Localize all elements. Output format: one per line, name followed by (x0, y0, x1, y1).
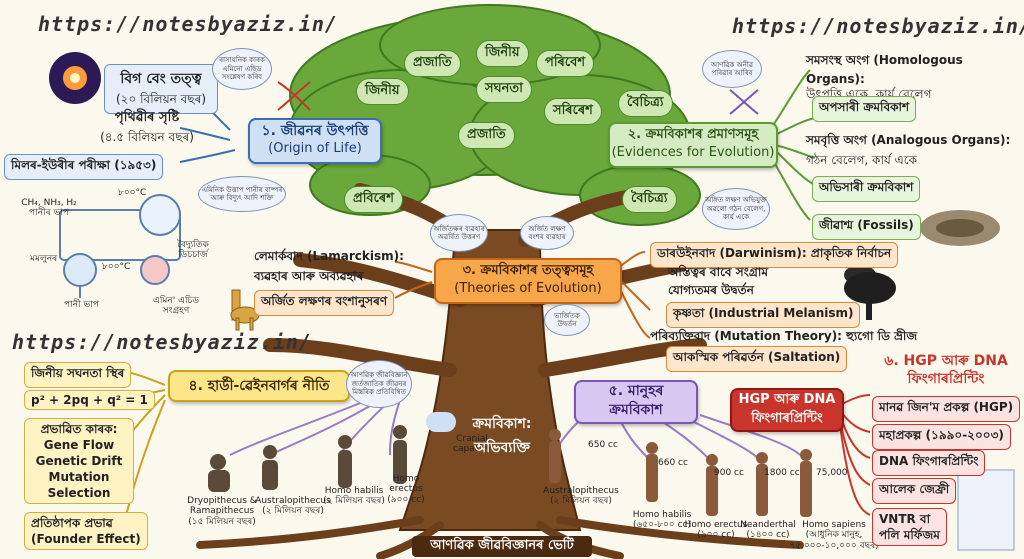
trunk-label: ক্ৰমবিকাশ: অভিব্যক্তি (472, 416, 532, 456)
watermark-mid-left: https://notesbyaziz.in/ (12, 330, 312, 354)
leaf-label: প্ৰবিৰেশ (344, 186, 403, 213)
evidence-box: ২. ক্ৰমবিকাশৰ প্ৰমাণসমূহ (Evidences for … (608, 122, 778, 168)
human-cc-label: 650 cc (588, 440, 618, 450)
saltation-item: আকস্মিক পৰিৱৰ্তন (Saltation) (666, 346, 848, 372)
leaf-label: জিনীয় (476, 40, 529, 67)
human-evolution-box: ৫. মানুহৰ ক্ৰমবিকাশ (574, 380, 698, 424)
dna-fingerprint-icon (957, 469, 1015, 551)
theories-box: ৩. ক্ৰমবিকাশৰ তত্ত্বসমূহ (Theories of Ev… (434, 258, 622, 304)
origin-title: ১. জীৱনৰ উৎপত্তি (261, 123, 369, 139)
dna-icon-2 (729, 89, 759, 115)
founder-effect: প্ৰতিষ্ঠাপক প্ৰভাৱ (Founder Effect) (24, 512, 148, 550)
origin-bubble-top: ৰাসায়নিক কাৰক এমিনো এছিড সংশ্লেষণ কৰিব (212, 48, 272, 90)
root-label: আণৱিক জীৱবিজ্ঞানৰ ভেটি (412, 536, 592, 557)
convergent-item: অভিসাৰী ক্ৰমবিকাশ (812, 176, 921, 202)
apparatus-condenser: মমলুনৰ (30, 254, 58, 264)
human-cc-label: 660 cc (658, 458, 688, 468)
hw-factors: প্ৰভাৱিত কাৰক: Gene Flow Genetic Drift M… (24, 418, 134, 504)
evidence-title: ২. ক্ৰমবিকাশৰ প্ৰমাণসমূহ (627, 127, 759, 142)
dna-icon (277, 81, 311, 111)
human-cc-label: 1800 cc (764, 468, 800, 478)
human-cc-label: 75,000 (816, 468, 848, 478)
apparatus-electric: বৈদ্যুতিক ডিচচাৰ্জ (177, 240, 209, 261)
leaf-label: সঘনতা (476, 76, 532, 103)
hgp-item: মানৱ জিন'ম প্ৰকল্প (HGP) (872, 396, 1021, 422)
apparatus-amino: এমিন' এচিড সংগ্ৰহণ (152, 296, 200, 317)
cranial-label: Cranial capacity (453, 434, 491, 455)
origin-bubble-mid: এমিনিক উত্তাপ পানীৰ বাষ্পৰ আৰু বিদ্যুৎ আ… (198, 176, 286, 212)
watermark-top-left: https://notesbyaziz.in/ (38, 12, 338, 36)
leaf-label: প্ৰজাতি (458, 122, 515, 149)
fossils-item: জীৱাশ্ম (Fossils) (812, 214, 921, 240)
divergent-item: অপসাৰী ক্ৰমবিকাশ (812, 96, 917, 122)
origin-of-life-box: ১. জীৱনৰ উৎপত্তি (Origin of Life) (248, 118, 382, 164)
hardy-bubble: আণৱিক জীৱবিজ্ঞান জৰ্তজাতিক জীৱনৰ মিস্তৰি… (346, 360, 412, 408)
skull-icon (426, 412, 456, 432)
human-stage-label: Homo sapiens (আধুনিক মানুহ, ৭৫,০০০-১০,০০… (789, 520, 879, 551)
hgp-box: HGP আৰু DNA ফিংগাৰপ্ৰিন্টিং (730, 388, 844, 432)
survival-item: যোগ্যতমৰ উদ্বৰ্তন (668, 283, 754, 297)
melanism-item: কৃষ্ণতা (Industrial Melanism) (666, 302, 861, 328)
human-stage-label: Homo erectus (৯০০ cc) (684, 520, 748, 541)
melanism-tree-icon (844, 272, 896, 320)
evidence-subtitle: (Evidences for Evolution) (611, 145, 775, 160)
human-cc-label: 900 cc (714, 468, 744, 478)
earth-formation-item: পৃথিৱীৰ সৃষ্টি (৪.৫ বিলিয়ন বছৰ) (100, 110, 194, 144)
ape-label: Homo habilis (২ মিলিয়ন বছৰ) (323, 486, 385, 507)
theories-bubble-left: অৰ্জিতক্ষৰ ব্যৱহাৰ অৱৰ্বিত উত্তৰণ (430, 214, 488, 252)
ape-label: Dryopithecus & Ramapithecus (১৫ মিলিয়ন … (187, 496, 257, 527)
theories-bubble-center: ভাৰ্জিতক উদ্বৰ্তন (544, 304, 590, 336)
hgp-title: ৬. HGP আৰু DNA ফিংগাৰপ্ৰিন্টিং (884, 353, 1008, 387)
human-stage-label: Homo habilis (৬৫০-৮০০ cc) (632, 510, 692, 531)
apparatus-water: পানী ভাপ (64, 300, 99, 310)
human-figures (549, 429, 812, 517)
leaf-label: জিনীয় (356, 78, 409, 105)
theories-subtitle: (Theories of Evolution) (454, 281, 602, 296)
apparatus-temp1: ৮০০°C (118, 188, 147, 198)
theories-title: ৩. ক্ৰমবিকাশৰ তত্ত্বসমূহ (462, 263, 594, 278)
leaf-label: প্ৰজাতি (404, 50, 461, 77)
hw-item-equation: p² + 2pq + q² = 1 (24, 390, 155, 410)
watermark-top-right: https://notesbyaziz.in/ (732, 14, 1024, 38)
ape-label: Homo erectus (৯০০ cc) (387, 474, 425, 505)
hardy-weinberg-box: ৪. হাৰ্ডী-ৱেইনবাৰ্গৰ নীতি (168, 370, 350, 402)
big-bang-icon (49, 52, 101, 104)
hgp-item-vntr: VNTR বা পলি মৰ্ফিজম (872, 508, 947, 546)
hgp-item: আলেক জেফ্ৰী (872, 478, 957, 504)
big-bang-item: বিগ বেং তত্ত্ব (২০ বিলিয়ন বছৰ) (104, 64, 218, 114)
giraffe-icon (230, 289, 260, 331)
analogous-item: সমবৃত্তি অংগ (Analogous Organs): গঠন বেল… (806, 133, 1011, 167)
human-stage-label: Neanderthal (১৪০০ cc) (740, 520, 796, 541)
theories-bubble-right: অৰ্জিত লক্ষণ বংশৰ ব্যৱহাৰ (520, 216, 574, 250)
human-stage-label: Australopithecus (২ মিলিয়ন বছৰ) (543, 486, 619, 507)
leaf-label: সৰিৰেশ (544, 98, 602, 125)
lamarckism-item: লেমাৰ্কবাদ (Lamarckism): ব্যৱহাৰ আৰু অব্… (254, 249, 404, 283)
hw-item-frequency: জিনীয় সঘনতা স্থিৰ (24, 362, 132, 388)
darwinism-item: ডাৰউইনবাদ (Darwinism): প্ৰাকৃতিক নিৰ্বাচ… (650, 242, 899, 268)
leaf-label: বৈচিত্ৰ্য (622, 186, 677, 213)
miller-urey-item: মিলৰ-ইউৰীৰ পৰীক্ষা (১৯৫৩) (4, 154, 164, 180)
fossil-icon (920, 210, 1000, 246)
ape-label: Australopithecus (২ মিলিয়ন বছৰ) (255, 496, 331, 517)
leaf-label: বৈচিত্ৰ্য (618, 90, 673, 117)
apparatus-temp2: ৮০০°C (102, 262, 131, 272)
acquired-traits-item: অৰ্জিত লক্ষণৰ বংশানুসৰণ (254, 290, 395, 316)
evidence-bubble: আণৱিক অনীৱ পৰিৱাৰ আৰিব (702, 50, 762, 88)
leaf-label: পৰিবেশ (536, 50, 595, 77)
ape-figures (208, 425, 407, 492)
mutation-theory-item: পৰিব্যক্তিবাদ (Mutation Theory): হ্যুগো … (650, 329, 918, 343)
hgp-item: মহাপ্ৰকল্প (১৯৯০-২০০৩) (872, 424, 1011, 450)
tree-roots (196, 516, 804, 559)
struggle-item: অস্তিত্বৰ বাবে সংগ্ৰাম (668, 265, 768, 279)
homologous-item: সমসংস্থ অংগ (Homologous Organs): উৎপত্তি… (806, 53, 963, 101)
miller-urey-apparatus (59, 194, 181, 298)
apparatus-gases: CH₄, NH₃, H₂ পানীৰ ভাপ (21, 198, 77, 219)
evidence-bubble-2: অঙ্গিত লক্ষণ অভিযুক্ত অৱলো গঠন বেলেগ, কা… (702, 188, 770, 230)
hgp-item: DNA ফিংগাৰপ্ৰিন্টিং (872, 450, 986, 476)
origin-subtitle: (Origin of Life) (268, 141, 362, 156)
